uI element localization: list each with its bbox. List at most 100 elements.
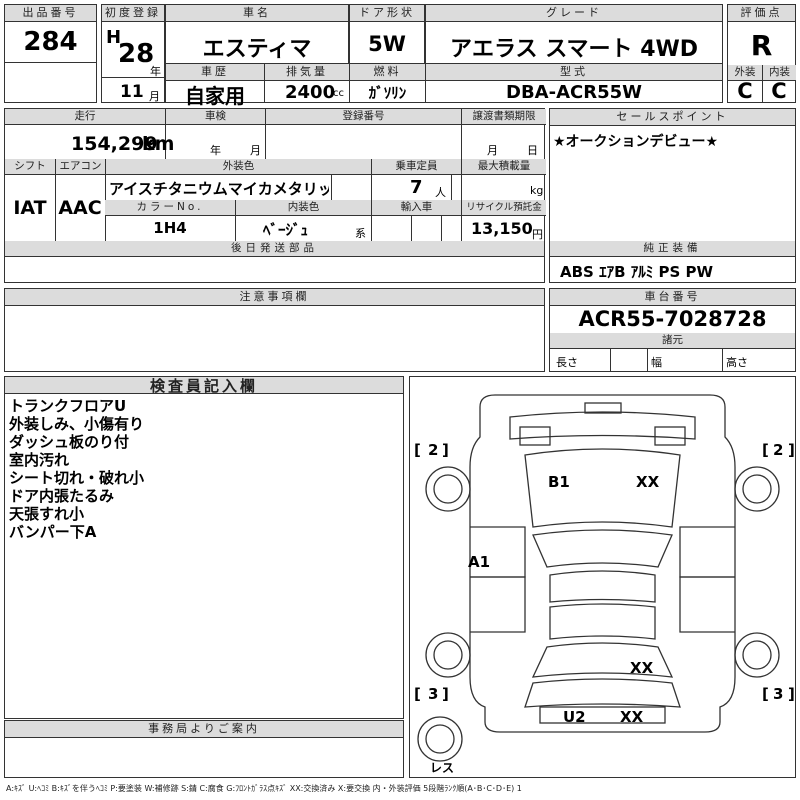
remark-item: 天張すれ小 (9, 505, 85, 523)
capacity-label: 乗車定員 (371, 159, 461, 175)
damage-mark: A1 (468, 553, 490, 571)
int-label: 内装 (762, 65, 796, 81)
displacement-box: 排気量 2400 cc (264, 63, 350, 103)
details-box: 走行 車検 登録番号 譲渡書類期限 154,299 km 年 月 月 日 シフト… (4, 108, 546, 283)
displacement-label: 排気量 (265, 64, 349, 81)
damage-mark: XX (630, 659, 654, 677)
office-box: 事務局よりご案内 (4, 720, 404, 778)
history: 自家用 (185, 84, 245, 108)
ac: AAC (58, 197, 102, 219)
remarks-list: トランクフロアU 外装しみ、小傷有り ダッシュ板のり付 室内汚れ シート切れ・破… (9, 397, 144, 541)
score-box: 評価点 R 外装 内装 C C (727, 4, 796, 103)
dims-label: 諸元 (550, 333, 795, 349)
remark-item: トランクフロアU (9, 397, 127, 415)
score: R (750, 29, 773, 62)
remark-item: ダッシュ板のり付 (9, 433, 130, 451)
tire-rl-score: 3 (428, 685, 438, 703)
tire-rr-score: 3 (773, 685, 783, 703)
car-name-box: 車名 エスティマ (165, 4, 349, 64)
ext-score: C (737, 79, 753, 103)
first-reg-label: 初度登録 (102, 5, 164, 22)
transfer-month: 月 (487, 144, 498, 157)
reg-year: 28 (118, 39, 155, 69)
grade: アエラス スマート 4WD (449, 37, 699, 62)
lot-number: 284 (23, 27, 78, 57)
displacement: 2400 (285, 82, 336, 103)
model: DBA-ACR55W (506, 82, 642, 103)
inspector-box: 検査員記入欄 トランクフロアU 外装しみ、小傷有り ダッシュ板のり付 室内汚れ … (4, 376, 404, 719)
later-parts-label: 後日発送部品 (5, 241, 544, 257)
import-label: 輸入車 (371, 200, 461, 216)
transfer-label: 譲渡書類期限 (461, 109, 546, 125)
equipment-label: 純正装備 (550, 241, 795, 257)
door-box: ドア形状 5W (349, 4, 425, 64)
svg-text:[: [ (762, 685, 769, 703)
door-type: 5W (368, 32, 406, 56)
int-score: C (771, 79, 787, 103)
remark-item: バンパー下A (9, 523, 97, 541)
mileage-label: 走行 (5, 109, 165, 125)
load-unit: kg (530, 184, 544, 197)
svg-text:]: ] (442, 441, 449, 459)
fuel-label: 燃料 (350, 64, 425, 81)
fuel-box: 燃料 ｶﾞｿﾘﾝ (349, 63, 426, 103)
chassis-box: 車台番号 ACR55-7028728 諸元 長さ 幅 高さ (549, 288, 796, 372)
damage-mark: XX (620, 708, 644, 726)
car-name-label: 車名 (166, 5, 348, 22)
inspection-month: 月 (250, 144, 261, 157)
capacity: 7 (410, 177, 423, 198)
score-label: 評価点 (728, 5, 795, 22)
history-box: 車歴 自家用 (165, 63, 265, 108)
remark-item: 外装しみ、小傷有り (9, 415, 145, 433)
svg-text:[: [ (762, 441, 769, 459)
model-box: 型式 DBA-ACR55W (425, 63, 723, 103)
recycle-fee: 13,150 (471, 219, 533, 238)
damage-mark: B1 (548, 473, 570, 491)
transfer-day: 日 (527, 144, 538, 157)
tire-fr-score: 2 (773, 441, 783, 459)
notes-label: 注意事項欄 (5, 289, 544, 306)
intcolor-label: 内装色 (235, 200, 371, 216)
grade-box: グレード アエラス スマート 4WD (425, 4, 723, 64)
remark-item: 室内汚れ (9, 451, 70, 469)
chassis-number: ACR55-7028728 (578, 307, 767, 331)
inspection-label: 車検 (165, 109, 265, 125)
legend: A:ｷｽﾞ U:ﾍｺﾐ B:ｷｽﾞを伴うﾍｺﾐ P:要塗装 W:補修跡 S:錆 … (6, 784, 522, 793)
load-label: 最大積載量 (461, 159, 546, 175)
grade-label: グレード (426, 5, 722, 22)
color-name: アイスチタニウムマイカメタリック (109, 180, 329, 198)
dims-height: 高さ (726, 356, 748, 369)
color-number: 1H4 (153, 219, 187, 237)
displacement-unit: cc (333, 88, 344, 99)
car-diagram-box: [2] [2] [3] [3] レス B1 XX A1 XX U2 XX (409, 376, 796, 778)
mileage: 154,299 (71, 133, 158, 155)
inspection-year: 年 (210, 144, 221, 157)
month-unit: 月 (149, 90, 160, 103)
notes-box: 注意事項欄 (4, 288, 545, 372)
svg-text:]: ] (788, 685, 795, 703)
mileage-unit: km (142, 133, 175, 155)
sales-point-box: セールスポイント ★オークションデビュー★ 純正装備 ABS ｴｱB ｱﾙﾐ P… (549, 108, 796, 283)
color-label: 外装色 (105, 159, 371, 175)
dims-width: 幅 (651, 356, 662, 369)
shift: IAT (13, 197, 47, 219)
model-label: 型式 (426, 64, 722, 81)
recycle-label: リサイクル預託金 (461, 200, 546, 216)
car-diagram: [2] [2] [3] [3] レス B1 XX A1 XX U2 XX (414, 394, 795, 775)
inspector-label: 検査員記入欄 (5, 377, 403, 395)
equipment-text: ABS ｴｱB ｱﾙﾐ PS PW (560, 263, 714, 281)
svg-text:]: ] (442, 685, 449, 703)
recycle-unit: 円 (532, 228, 543, 241)
interior-color-unit: 系 (355, 227, 366, 240)
spare-tire: レス (430, 761, 454, 775)
door-label: ドア形状 (350, 5, 424, 22)
damage-mark: U2 (563, 708, 586, 726)
svg-text:]: ] (788, 441, 795, 459)
history-label: 車歴 (166, 64, 264, 81)
remark-item: シート切れ・破れ小 (9, 469, 145, 487)
interior-color: ﾍﾞｰｼﾞｭ (263, 221, 309, 239)
shift-label: シフト (5, 159, 55, 175)
fuel: ｶﾞｿﾘﾝ (368, 84, 407, 102)
office-label: 事務局よりご案内 (5, 721, 403, 738)
reg-month: 11 (120, 82, 144, 102)
